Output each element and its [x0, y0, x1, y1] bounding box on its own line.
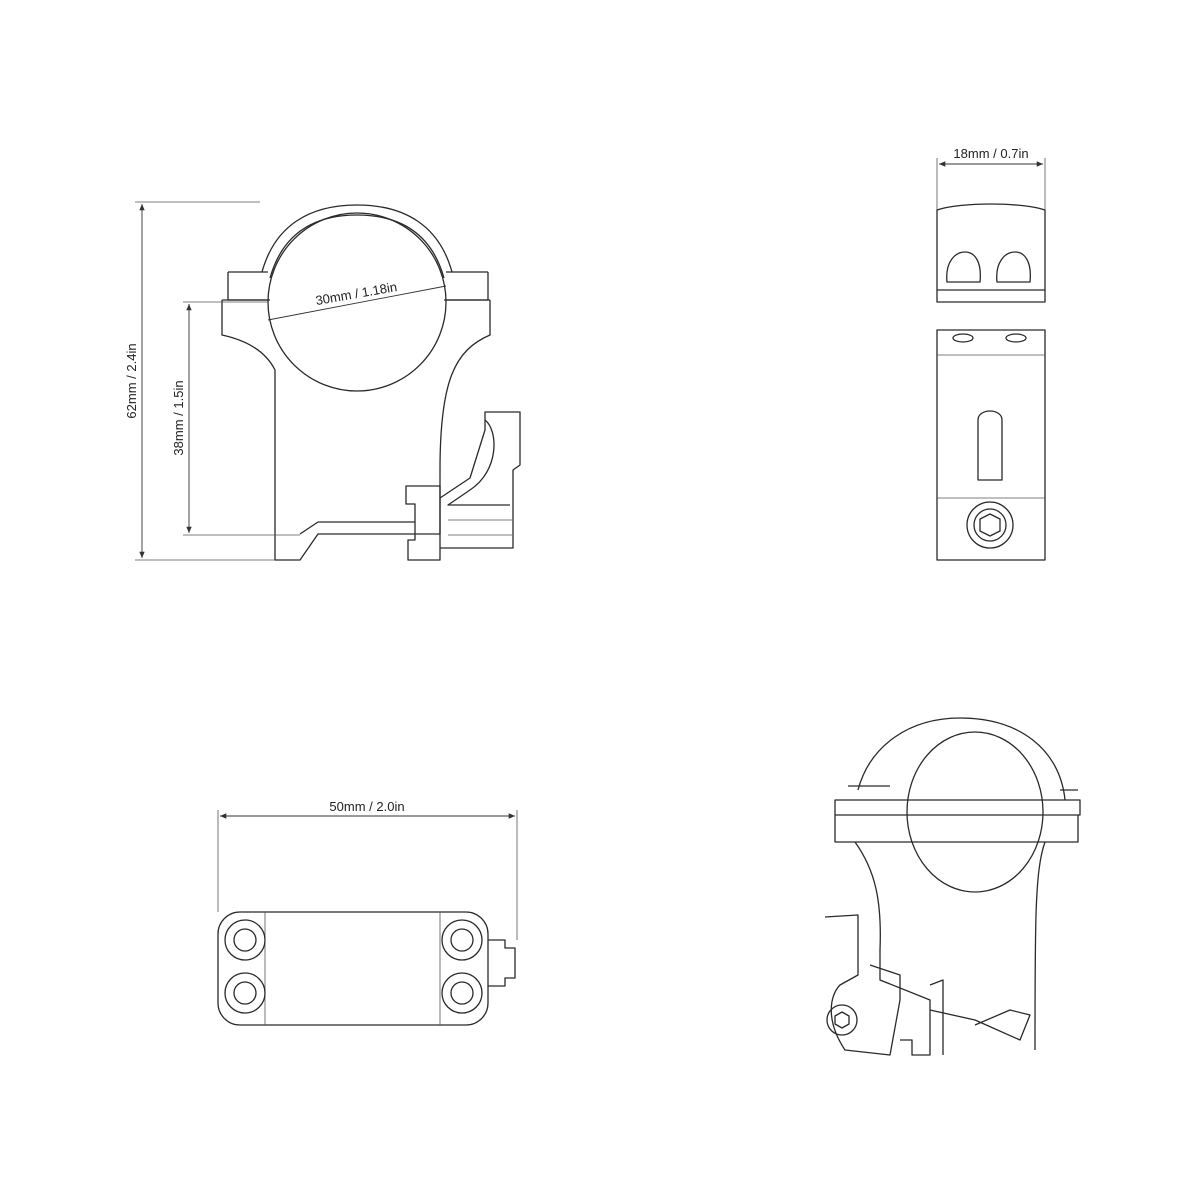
bottom-view: 50mm / 2.0in — [217, 799, 518, 1026]
screw-icons — [224, 919, 483, 1014]
length-label: 50mm / 2.0in — [329, 799, 404, 814]
front-view: 30mm / 1.18in — [221, 204, 521, 561]
center-height-label: 38mm / 1.5in — [171, 380, 186, 455]
ring-diameter-label: 30mm / 1.18in — [314, 279, 398, 308]
center-height-dimension: 38mm / 1.5in — [171, 301, 300, 536]
overall-height-label: 62mm / 2.4in — [124, 343, 139, 418]
hex-socket-icon — [979, 513, 1001, 537]
isometric-view — [824, 717, 1081, 1056]
overall-height-dimension: 62mm / 2.4in — [124, 201, 275, 561]
width-label: 18mm / 0.7in — [953, 146, 1028, 161]
side-view: 18mm / 0.7in — [936, 146, 1046, 561]
